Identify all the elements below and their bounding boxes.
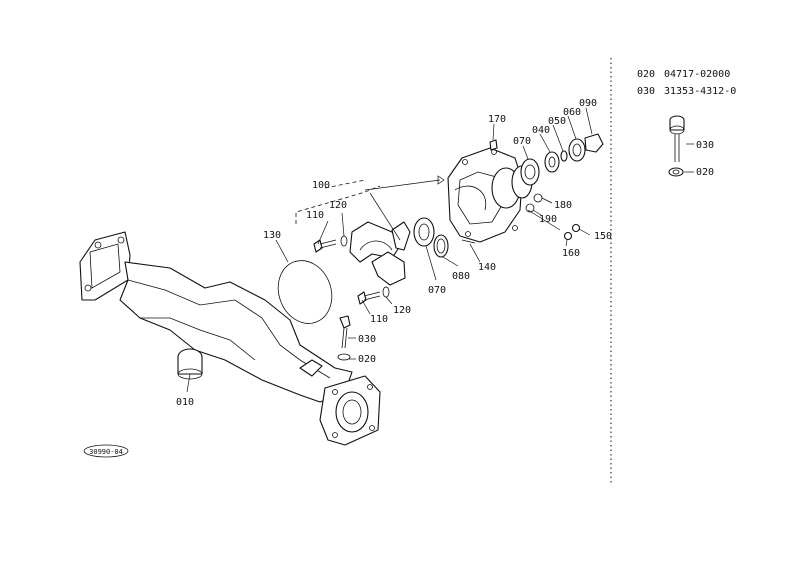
callout-label: 180	[554, 200, 572, 211]
parts-row-number: 31353-4312-0	[664, 86, 736, 97]
callout-label: 160	[562, 248, 580, 259]
callout-label: 050	[548, 116, 566, 127]
callout-label: 080	[452, 271, 470, 282]
callout-label: 190	[539, 214, 557, 225]
callout-labels: 010 130 030 020 100 110 120 110 120 070 …	[176, 98, 714, 408]
callout-label: 110	[370, 314, 388, 325]
callout-label: 030	[358, 334, 376, 345]
carrier-housing	[447, 147, 533, 243]
drain-plug-assembly	[337, 315, 351, 361]
callout-label: 040	[532, 125, 550, 136]
o-ring-130	[277, 260, 333, 324]
leader-lines	[186, 107, 694, 393]
callout-label: 060	[563, 107, 581, 118]
parts-row-ref: 020	[637, 69, 655, 80]
callout-label: 140	[478, 262, 496, 273]
callout-label: 150	[594, 231, 612, 242]
callout-label: 170	[488, 114, 506, 125]
callout-label: 100	[312, 180, 330, 191]
fasteners-right	[489, 139, 581, 241]
bolts-110-120	[313, 235, 390, 305]
callout-label: 130	[263, 230, 281, 241]
parts-table: 020 04717-02000 030 31353-4312-0	[637, 69, 736, 97]
diagram-code: 30990-04	[89, 448, 123, 456]
bearing-caps	[349, 221, 411, 286]
callout-label: 090	[579, 98, 597, 109]
hub-bearing-stack	[520, 133, 604, 186]
parts-row-ref: 030	[637, 86, 655, 97]
axle-housing	[79, 231, 381, 446]
callout-label: 120	[329, 200, 347, 211]
callout-label: 070	[428, 285, 446, 296]
callout-label: 020	[358, 354, 376, 365]
callout-label: 120	[393, 305, 411, 316]
callout-label: 030	[696, 140, 714, 151]
bearings-070-080	[413, 217, 476, 258]
diagram-code-badge: 30990-04	[83, 444, 129, 458]
parts-row-number: 04717-02000	[664, 69, 730, 80]
callout-label: 010	[176, 397, 194, 408]
inset-plug-detail	[668, 115, 685, 177]
callout-label: 110	[306, 210, 324, 221]
callout-label: 020	[696, 167, 714, 178]
callout-label: 070	[513, 136, 531, 147]
assembly-brackets	[295, 175, 445, 241]
